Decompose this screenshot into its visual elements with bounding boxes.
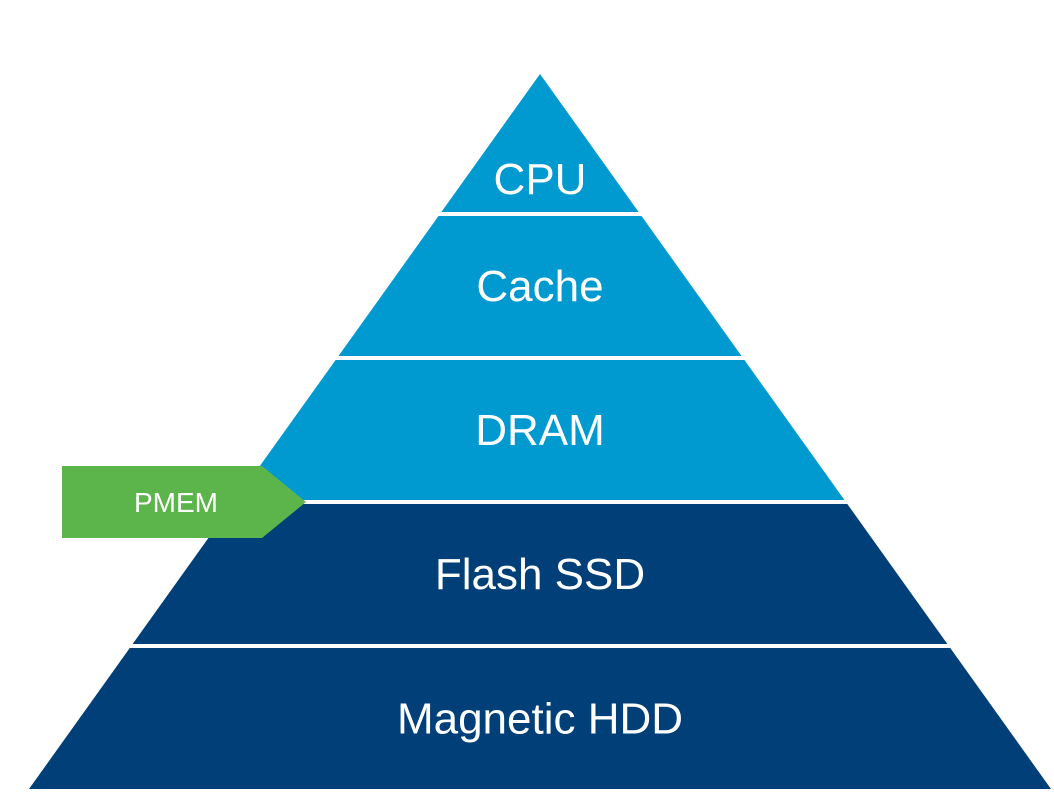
tier-label-flash-ssd: Flash SSD [435, 550, 645, 599]
tier-cpu [441, 74, 639, 212]
pmem-callout: PMEM [62, 466, 306, 538]
tier-label-magnetic-hdd: Magnetic HDD [397, 695, 683, 744]
tier-cache [338, 216, 742, 356]
pmem-label: PMEM [134, 487, 218, 518]
tier-label-dram: DRAM [475, 406, 605, 455]
tier-label-cache: Cache [476, 262, 603, 311]
tier-magnetic-hdd [29, 648, 1051, 789]
tier-label-cpu: CPU [494, 155, 587, 204]
pmem-arrow-shape [62, 466, 306, 538]
tier-dram [235, 360, 845, 500]
tier-flash-ssd [132, 504, 948, 644]
